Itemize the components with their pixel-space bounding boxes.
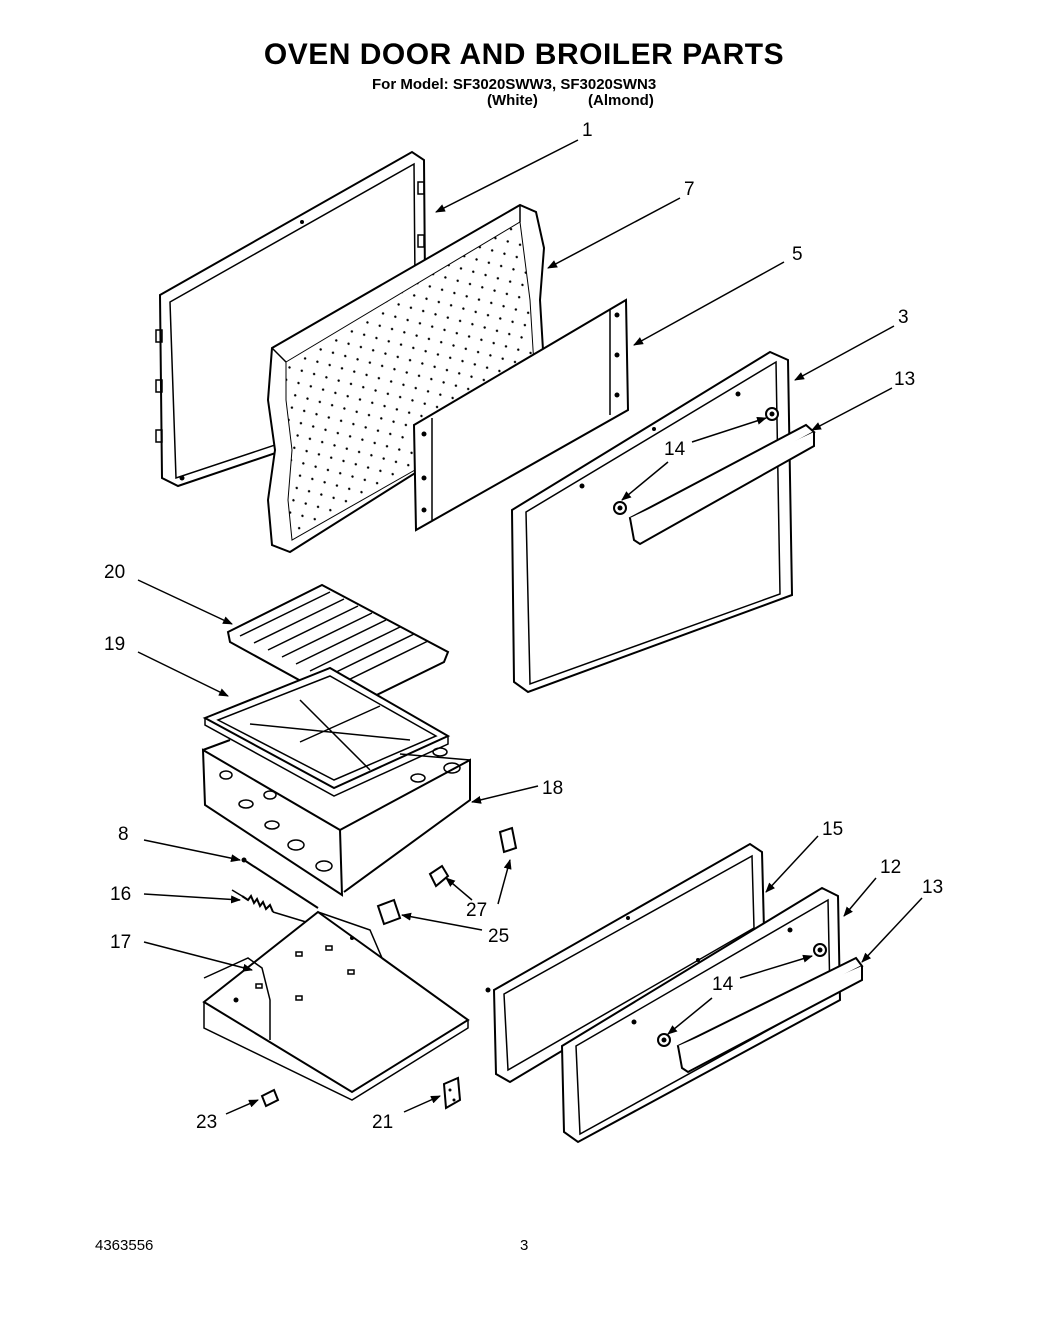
bumper-part-23: [260, 1088, 280, 1108]
part-label-21: 21: [372, 1112, 393, 1133]
part-label-12: 12: [880, 857, 901, 878]
hinge-plate-part-21: [442, 1076, 462, 1110]
part-label-17: 17: [110, 932, 131, 953]
model-line: For Model: SF3020SWW3, SF3020SWN3: [372, 76, 657, 93]
part-labels: 1 7 5 3 13 14 20 19 18 8 16 17 27 25 15 …: [104, 120, 943, 1133]
page-title: OVEN DOOR AND BROILER PARTS: [263, 38, 785, 71]
part-label-19: 19: [104, 634, 125, 655]
variant-white: (White): [487, 92, 538, 109]
part-label-18: 18: [542, 778, 563, 799]
drawer-body-part-17: [202, 910, 470, 1101]
lower-handle-part-13: [657, 943, 864, 1074]
part-label-20: 20: [104, 562, 125, 583]
upper-handle-part-13: [613, 407, 816, 546]
part-label-3: 3: [898, 307, 909, 328]
part-label-7: 7: [684, 179, 695, 200]
part-label-25: 25: [488, 926, 509, 947]
part-label-14-lower: 14: [712, 974, 734, 995]
part-label-5: 5: [792, 244, 803, 265]
part-label-15: 15: [822, 819, 843, 840]
part-label-8: 8: [118, 824, 129, 845]
document-number: 4363556: [95, 1237, 154, 1254]
inner-panel-part-5: [412, 298, 630, 532]
clip-part-27: [428, 826, 518, 888]
page-number: 3: [520, 1237, 529, 1254]
part-label-16: 16: [110, 884, 131, 905]
broiler-pan-part-19: [202, 666, 451, 797]
part-label-13-upper: 13: [894, 369, 915, 390]
leader-lines: [137, 139, 923, 1115]
spring-part-16: [231, 889, 307, 923]
part-label-13-lower: 13: [922, 877, 943, 898]
part-label-27: 27: [466, 900, 487, 921]
bracket-part-25: [376, 898, 402, 926]
part-label-23: 23: [196, 1112, 217, 1133]
broiler-grid-part-20: [226, 583, 450, 710]
variant-almond: (Almond): [588, 92, 654, 109]
part-label-14-upper: 14: [664, 439, 686, 460]
broiler-liner-part-18: [201, 739, 471, 897]
rod-part-8: [241, 857, 319, 909]
part-label-1: 1: [582, 120, 593, 141]
